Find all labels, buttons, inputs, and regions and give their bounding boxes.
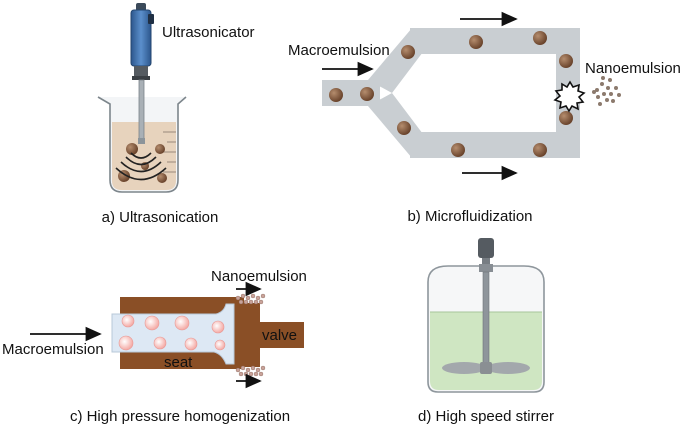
- droplet: [121, 314, 135, 328]
- caption-homogenization: c) High pressure homogenization: [70, 408, 290, 425]
- valve-stem: [260, 322, 304, 348]
- droplet: [469, 35, 483, 49]
- droplet: [144, 315, 160, 331]
- channel-droplets: [329, 31, 573, 157]
- panel-microfluidization: [322, 11, 621, 181]
- seat-channel: [111, 303, 235, 365]
- droplet: [401, 45, 415, 59]
- droplet: [559, 111, 573, 125]
- droplet: [360, 87, 374, 101]
- stirrer-motor-icon: [478, 238, 494, 272]
- droplet: [184, 337, 198, 351]
- droplet: [214, 339, 226, 351]
- droplet: [211, 320, 225, 334]
- valve-label: valve: [262, 327, 297, 344]
- panel-stirrer: [427, 238, 545, 393]
- droplet: [397, 121, 411, 135]
- collision-burst-icon: [553, 80, 586, 113]
- droplet: [174, 315, 190, 331]
- droplet: [157, 173, 167, 183]
- droplet: [153, 336, 167, 350]
- stirrer-shaft: [482, 271, 490, 367]
- ultrasonicator-icon: [130, 3, 154, 144]
- ultrasound-waves: [115, 152, 167, 181]
- caption-microfluidization: b) Microfluidization: [407, 208, 532, 225]
- microfluidization-inlet-label: Macroemulsion: [288, 42, 390, 59]
- panel-ultrasonication: [97, 3, 187, 193]
- valve-head: [244, 303, 260, 367]
- homogenization-outlet-label: Nanoemulsion: [211, 268, 307, 285]
- caption-stirrer: d) High speed stirrer: [418, 408, 554, 425]
- microfluidization-outlet-label: Nanoemulsion: [585, 60, 681, 77]
- droplet: [118, 335, 134, 351]
- nano-droplets: [592, 76, 621, 106]
- impeller-icon: [442, 362, 530, 374]
- droplet: [155, 144, 165, 154]
- homogenization-inlet-label: Macroemulsion: [2, 341, 104, 358]
- droplet: [451, 143, 465, 157]
- droplet: [533, 143, 547, 157]
- droplet: [126, 143, 138, 155]
- caption-ultrasonication: a) Ultrasonication: [102, 209, 219, 226]
- droplet: [533, 31, 547, 45]
- homogenizer-droplets: [118, 314, 226, 351]
- seat-label: seat: [164, 354, 193, 371]
- droplet: [559, 54, 573, 68]
- droplet: [329, 88, 343, 102]
- ultrasonicator-label: Ultrasonicator: [162, 24, 255, 41]
- panel-homogenization: [30, 281, 304, 389]
